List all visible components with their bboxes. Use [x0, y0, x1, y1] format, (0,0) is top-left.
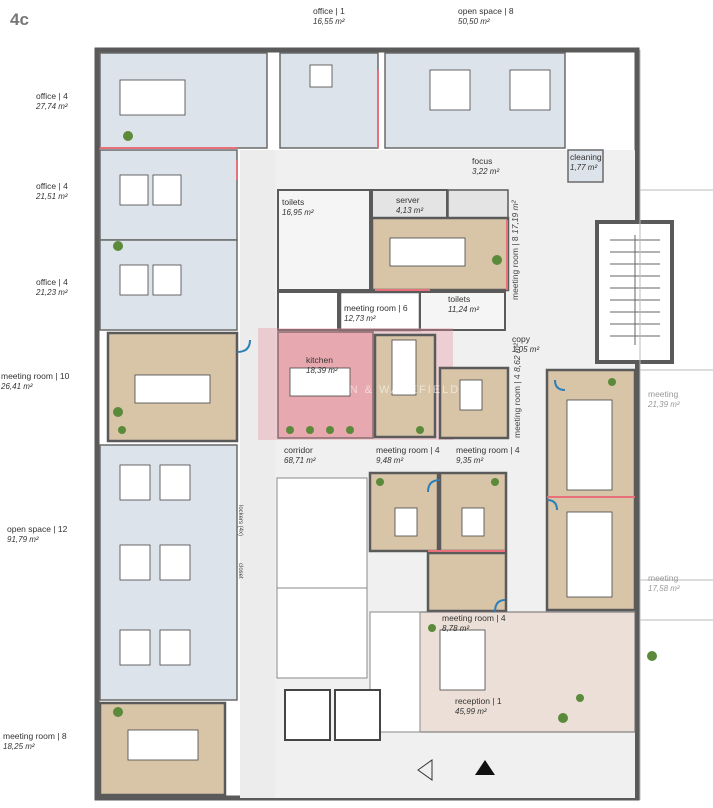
desk-group-top: [119, 64, 551, 116]
corridor-left: [240, 150, 275, 798]
doors-red: [100, 70, 508, 552]
meeting-tables: [127, 237, 613, 761]
desk-group-offices: [119, 174, 191, 666]
core-block-1: [276, 477, 368, 589]
toilets-b-room: [419, 291, 506, 331]
watermark: CUSHMAN & WAKEFIELD: [290, 384, 461, 396]
exit-arrow-icon: [417, 759, 433, 781]
meeting-4-d-room: [426, 551, 508, 613]
meeting-4-b-room: [368, 471, 440, 553]
elevator-1: [284, 689, 331, 741]
plan-id: 4c: [10, 10, 29, 29]
adjacent-building: [639, 50, 713, 800]
label-meeting-8-r: meeting room | 8 17,19 m²: [510, 200, 520, 300]
label-lockers: lockers (4x): [237, 505, 243, 537]
stair-treads: [610, 235, 660, 345]
focus-room: [447, 189, 509, 219]
label-closet: closet: [237, 563, 243, 579]
entrance-arrow-icon: [475, 760, 495, 775]
server-room: [371, 189, 448, 219]
doors-blue: [236, 339, 566, 613]
label-meeting-4-v: meeting room | 4 8,62 m²: [512, 343, 522, 438]
meeting-6-room: [338, 290, 422, 332]
cleaning-room: [567, 149, 604, 183]
store-room: [277, 291, 339, 331]
elevator-2: [334, 689, 381, 741]
core-block-2: [276, 587, 368, 679]
plants: [113, 131, 657, 723]
toilets-a-room: [277, 189, 371, 291]
